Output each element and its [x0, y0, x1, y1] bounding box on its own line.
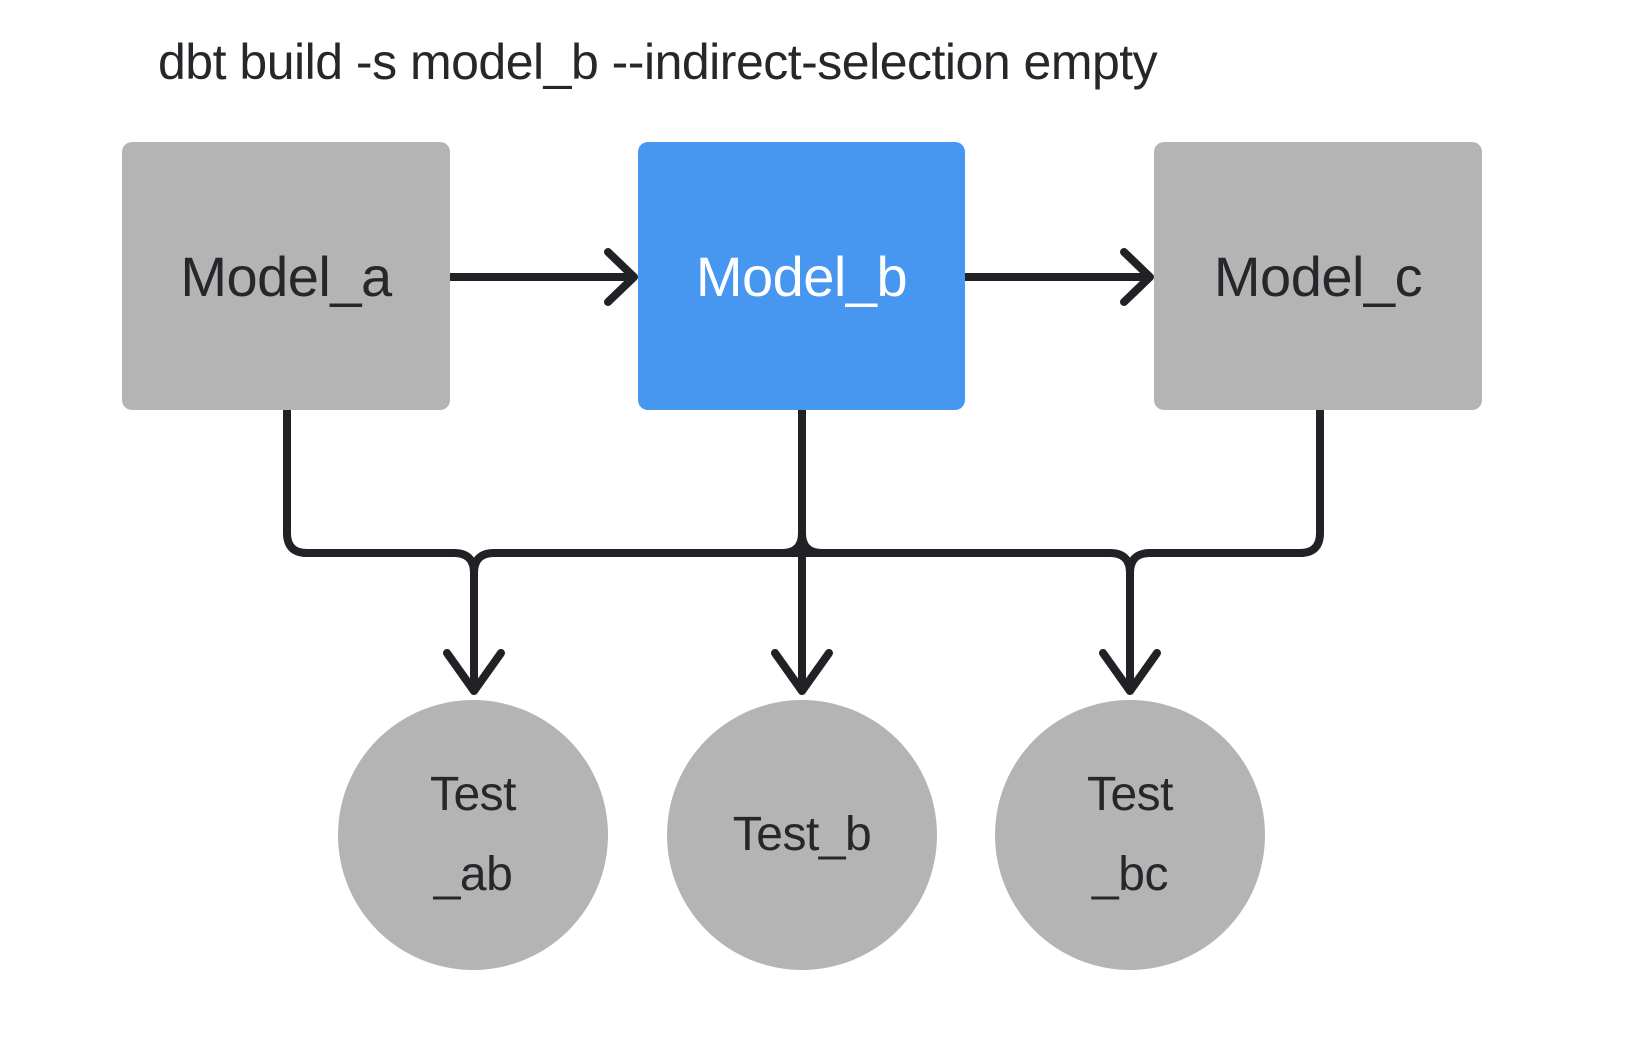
model-node-b-selected: Model_b	[638, 142, 965, 410]
model-node-c: Model_c	[1154, 142, 1482, 410]
test-node-b: Test_b	[667, 700, 937, 970]
arrow-right-icon	[1120, 248, 1154, 306]
test-ab-label-line2: _ab	[433, 848, 513, 901]
model-b-label: Model_b	[695, 244, 908, 308]
test-b-label: Test_b	[732, 808, 872, 861]
test-node-bc: Test _bc	[995, 700, 1265, 970]
test-ab-label-line1: Test	[429, 768, 517, 821]
model-a-label: Model_a	[180, 244, 392, 308]
edge-model-b-to-model-c	[965, 248, 1154, 306]
test-bc-label-line2: _bc	[1092, 848, 1168, 901]
edge-model-b-to-test-b	[771, 405, 833, 695]
model-c-label: Model_c	[1213, 244, 1423, 308]
test-node-ab: Test _ab	[338, 700, 608, 970]
test-bc-label-line1: Test	[1086, 768, 1174, 821]
model-node-a: Model_a	[122, 142, 450, 410]
arrow-down-icon	[771, 649, 833, 695]
arrow-down-icon	[1099, 649, 1161, 695]
arrow-down-icon	[443, 649, 505, 695]
edge-model-a-to-model-b	[450, 248, 638, 306]
diagram-title: dbt build -s model_b --indirect-selectio…	[158, 34, 1158, 90]
arrow-right-icon	[604, 248, 638, 306]
edge-model-a-to-test-ab	[283, 405, 505, 695]
edge-model-c-to-test-bc	[1099, 405, 1324, 695]
